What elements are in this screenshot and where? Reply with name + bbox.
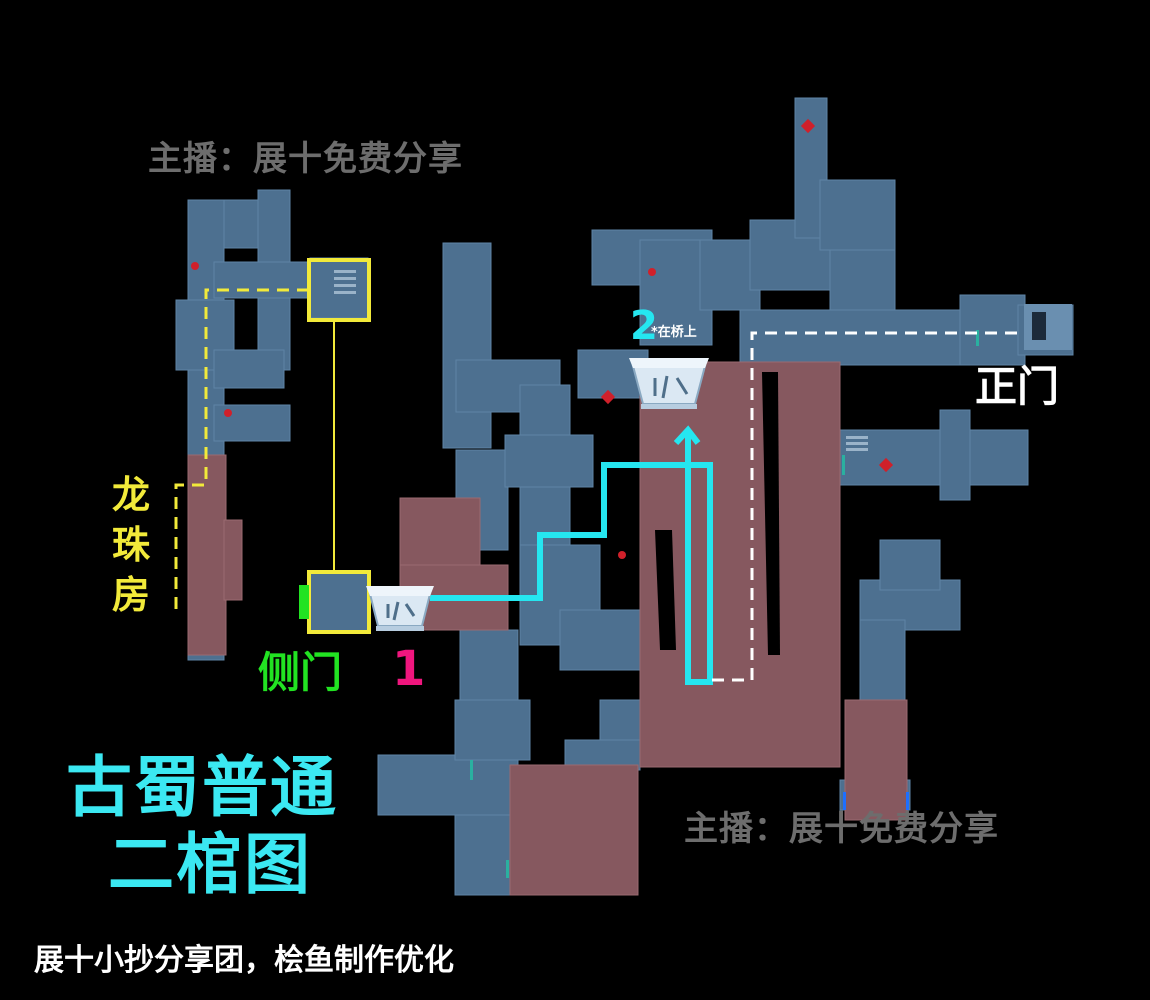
stairs-icon <box>334 270 868 451</box>
side-gate-marker <box>299 585 309 619</box>
gate-icon <box>1024 304 1072 350</box>
coffin-2-marker: 2 <box>630 303 658 349</box>
blue-door-markers <box>843 792 909 810</box>
cyan-route <box>430 425 713 685</box>
red-diamond-marker-icon <box>191 118 894 559</box>
white-route <box>712 331 1020 682</box>
room-voids <box>655 372 780 655</box>
map-title-line2: 二棺图 <box>108 826 312 903</box>
credit-text: 展十小抄分享团，桧鱼制作优化 <box>34 943 454 978</box>
side-gate-label: 侧门 <box>258 648 343 697</box>
dragon-room-label: 龙珠房 <box>111 473 150 617</box>
map-rooms <box>187 361 908 896</box>
door-markers <box>470 330 979 878</box>
coffin-1-marker: 1 <box>392 641 426 697</box>
coffin-icon <box>366 586 434 631</box>
watermark: 主播：展十免费分享 <box>684 809 999 849</box>
map-title-line1: 古蜀普通 <box>66 749 338 826</box>
on-bridge-note: *在桥上 <box>651 325 697 340</box>
coffin-icon <box>629 358 709 409</box>
watermark: 主播：展十免费分享 <box>148 139 463 179</box>
main-gate-label: 正门 <box>975 362 1060 411</box>
